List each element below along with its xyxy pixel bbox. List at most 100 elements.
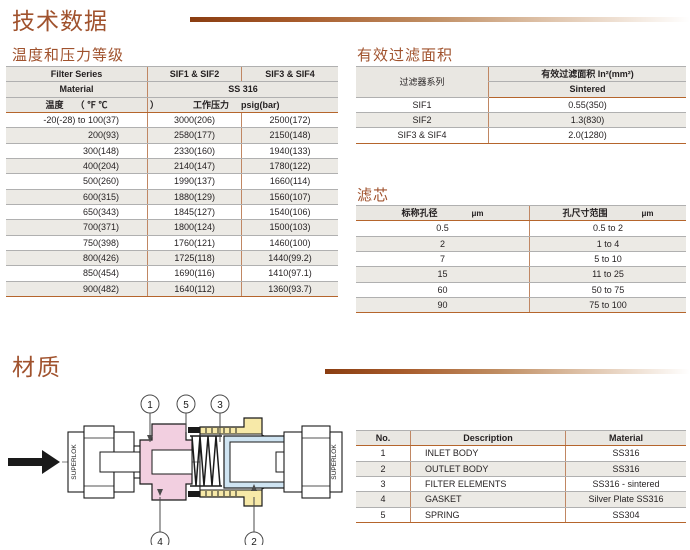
callout-4: 4 [157,537,163,545]
temperature-pressure-table: Filter Series SIF1 & SIF2 SIF3 & SIF4 Ma… [6,65,338,298]
table-cell: 5 to 10 [529,251,686,268]
table-cell: 700(371) [6,219,148,236]
table-cell: 1725(118) [146,250,242,267]
table-cell: 2.0(1280) [488,127,686,144]
table-cell: 1.3(830) [488,112,686,129]
table-cell: 1760(121) [146,234,242,252]
accent-bar-middle [325,369,690,374]
header-nominal-unit: μm [471,209,484,218]
header-range-unit: μm [641,209,654,218]
table-cell: 3000(206) [146,112,242,129]
table-cell: 1660(114) [241,173,338,190]
table-row: 600(315)1880(129)1560(107) [6,188,338,206]
table-cell: Silver Plate SS316 [565,491,686,508]
header-range-label: 孔尺寸范围 [562,208,608,218]
table-cell: 11 to 25 [529,266,686,283]
table-cell: SS316 [565,460,686,478]
table-cell: 1880(129) [146,188,242,206]
table-cell: 1560(107) [241,188,338,206]
table-cell: 2580(177) [146,127,242,144]
header-material-value: SS 316 [146,81,338,98]
callout-1: 1 [147,400,153,411]
table-cell: OUTLET BODY [410,460,566,478]
table-cell: 2150(148) [241,127,338,144]
table-cell: 75 to 100 [529,297,686,314]
table-cell: 200(93) [6,127,148,144]
table-cell: 1800(124) [146,219,242,236]
table-cell: 1690(116) [146,265,242,282]
table-row: 900(482)1640(112)1360(93.7) [6,280,338,298]
table-cell: 800(426) [6,250,148,267]
spring-part [190,435,222,487]
table-cell: 900(482) [6,280,148,298]
table-row: 750(398)1760(121)1460(100) [6,234,338,252]
gasket-top [188,427,206,433]
header-temperature-label: 温度 [45,99,64,110]
header-description: Description [410,429,566,447]
callout-2: 2 [251,537,257,545]
table-cell: 2330(160) [146,142,242,160]
table-cell: 1540(106) [241,204,338,221]
spring-coil-marks [205,428,237,496]
table-cell: 4 [356,491,411,508]
table-row: 700(371)1800(124)1500(103) [6,219,338,236]
table-cell: 60 [356,281,530,299]
header-filter-series-cn: 过滤器系列 [356,66,489,98]
table-cell: 0.5 [356,220,530,237]
header-effective-area: 有效过滤面积 In²(mm²) [488,65,686,83]
table-cell: 1845(127) [146,204,242,221]
header-material-col: Material [565,429,686,447]
table-row: 500(260)1990(137)1660(114) [6,173,338,190]
table-cell: 850(454) [6,265,148,282]
table-row: Filter Series SIF1 & SIF2 SIF3 & SIF4 [6,65,338,83]
callout-5: 5 [183,400,189,411]
table-row: Material SS 316 [6,81,338,98]
table-cell: SIF3 & SIF4 [356,127,489,144]
table-cell: GASKET [410,491,566,508]
header-sif3-sif4: SIF3 & SIF4 [241,65,338,83]
page-title: 技术数据 [12,9,108,34]
table-cell: 0.5 to 2 [529,220,686,237]
table-cell: 2 [356,460,411,478]
callout-bubbles: 1 5 3 4 2 [140,394,264,550]
table-row: 过滤器系列 有效过滤面积 In²(mm²) [356,65,686,98]
table-cell: INLET BODY [410,445,566,462]
table-cell: 1990(137) [146,173,242,190]
brand-label-right: SUPERLOK [331,444,338,480]
header-temperature: 温度（ ℉ ℃ [6,96,148,114]
gasket-bottom [188,491,206,497]
accent-bar-top [190,17,690,22]
header-pressure-label: 工作压力 [192,99,229,110]
right-end-nut: SUPERLOK [275,425,343,499]
table-row: 650(343)1845(127)1540(106) [6,204,338,221]
callout-3: 3 [217,400,223,411]
table-cell: 600(315) [6,188,148,206]
table-cell: 1460(100) [241,234,338,252]
table-cell: 50 to 75 [529,281,686,299]
header-sintered: Sintered [488,81,686,98]
filter-cutaway-diagram: SUPERLOK [0,380,345,550]
table-cell: SIF2 [356,112,489,129]
header-pore-range: 孔尺寸范围 μm [529,204,686,222]
table-cell: 500(260) [6,173,148,190]
table-cell: 1500(103) [241,219,338,236]
flow-arrow-icon [8,450,60,474]
table-cell: 3 [356,476,411,493]
table-row: No. Description Material [356,429,686,447]
